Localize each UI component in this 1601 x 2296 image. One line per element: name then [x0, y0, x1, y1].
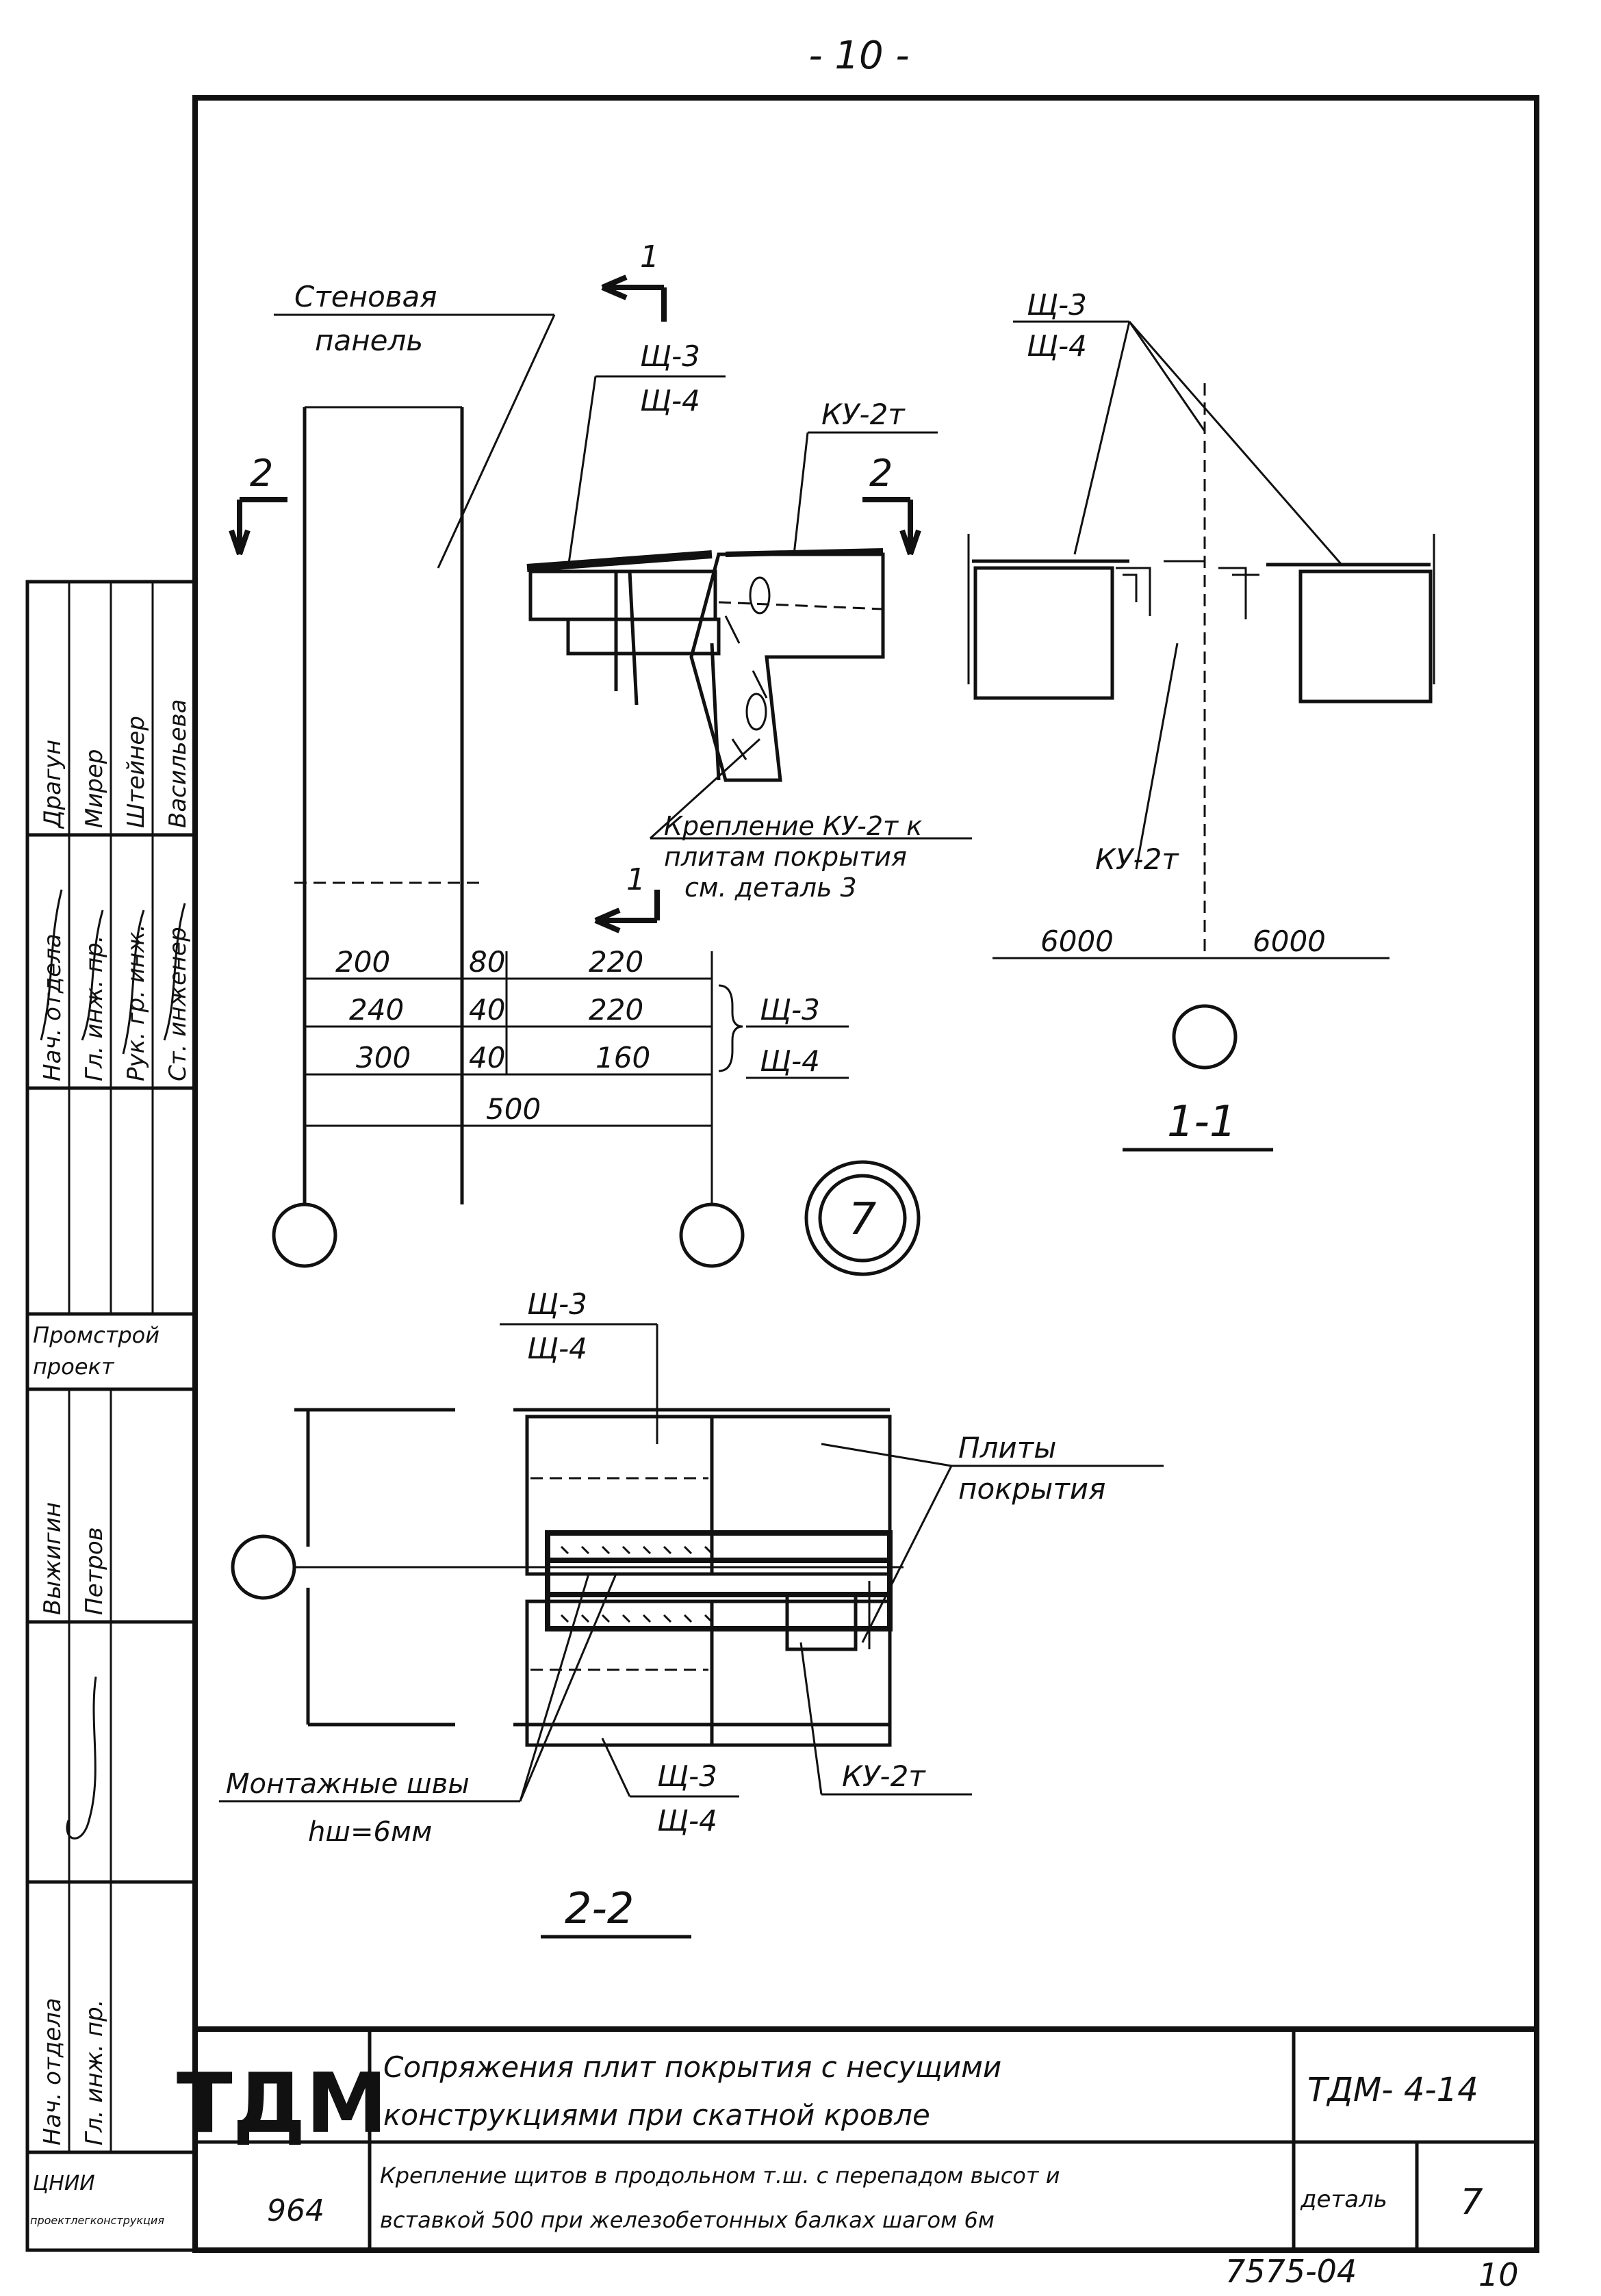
s11-ku-label: КУ-2т: [1095, 842, 1179, 876]
fastening-note-2: плитам покрытия: [664, 842, 907, 872]
stamp-org2-1: ЦНИИ: [33, 2171, 95, 2195]
dim-r1-a: 200: [335, 945, 390, 979]
section-mark-1-top: 1: [640, 240, 659, 274]
s22-shield2-bottom: Щ-4: [657, 1804, 717, 1837]
section-mark-1-bottom: 1: [626, 862, 645, 897]
stamp-name-3: Штейнер: [123, 716, 150, 828]
desc-line-2: вставкой 500 при железобетонных балках ш…: [380, 2207, 995, 2233]
wall-panel-label-2: панель: [315, 324, 423, 357]
axis-bubble: [1172, 1004, 1238, 1070]
desc-line-1: Крепление щитов в продольном т.ш. с пере…: [380, 2163, 1060, 2189]
detail-number: 7: [1460, 2182, 1483, 2223]
title-line-1: Сопряжения плит покрытия с несущими: [383, 2050, 1001, 2084]
stamp-org-1: Промстрой: [33, 1322, 159, 1348]
dim-r2-a: 240: [349, 993, 404, 1027]
stamp-extra-2: Петров: [81, 1527, 108, 1615]
s11-title: 1-1: [1167, 1096, 1236, 1146]
shield-label-bottom: Щ-4: [640, 384, 700, 417]
fastening-note-1: Крепление КУ-2т к: [664, 811, 922, 841]
detail-marker-inner: [818, 1174, 907, 1263]
dim-r1-c: 220: [589, 945, 643, 979]
footer-doc-no: 7575-04: [1225, 2253, 1357, 2290]
dim-r2-b: 40: [469, 993, 505, 1027]
stamp-extra-1: Выжигин: [39, 1502, 66, 1615]
section-mark-2-left: 2: [250, 452, 273, 495]
s22-ku-label: КУ-2т: [842, 1759, 926, 1793]
detail-marker-number: 7: [849, 1194, 877, 1245]
dim-r3-a: 300: [356, 1041, 411, 1074]
detail-label: деталь: [1300, 2186, 1387, 2213]
stamp-org-2: проект: [33, 1354, 115, 1380]
s22-slabs-2: покрытия: [958, 1472, 1105, 1506]
footer-sheet-no: 10: [1478, 2256, 1519, 2293]
stamp-role-4: Ст. инженер: [164, 927, 192, 1081]
axis-bubble: [679, 1202, 745, 1268]
wall-panel-label-1: Стеновая: [294, 280, 437, 313]
s22-weld-size: hш=6мм: [308, 1816, 432, 1848]
axis-bubble: [272, 1202, 337, 1268]
stamp-name-4: Васильева: [164, 699, 192, 828]
stamp-lower-role-2: Гл. инж. пр.: [81, 2000, 108, 2145]
dim-row-label-2: Щ-4: [760, 1044, 820, 1078]
year: 964: [267, 2193, 324, 2228]
s22-shield-bottom: Щ-4: [527, 1332, 587, 1365]
dim-row-label-1: Щ-3: [760, 993, 820, 1027]
dim-r3-c: 160: [595, 1041, 650, 1074]
s22-shield2-top: Щ-3: [657, 1759, 717, 1793]
axis-bubble: [231, 1534, 296, 1600]
s22-slabs-1: Плиты: [958, 1431, 1056, 1465]
dim-r1-b: 80: [469, 945, 505, 979]
title-line-2: конструкциями при скатной кровле: [383, 2098, 930, 2132]
side-stamp: Нач. отдела Гл. инж. пр. Рук. гр. инж. С…: [25, 580, 197, 2252]
s11-shield-top: Щ-3: [1027, 288, 1087, 322]
detail-marker-outer: [804, 1160, 921, 1276]
doc-code: ТДМ- 4-14: [1307, 2071, 1478, 2109]
stamp-lower-role-1: Нач. отдела: [39, 1998, 66, 2145]
s22-weld-label: Монтажные швы: [226, 1768, 470, 1800]
fastening-note-3: см. деталь 3: [684, 873, 857, 903]
section-2-2: Щ-3 Щ-4 Плиты покрытия: [219, 1287, 1164, 1939]
page-number: - 10 -: [808, 34, 909, 78]
stamp-name-1: Драгун: [39, 740, 66, 829]
shield-label-top: Щ-3: [640, 339, 700, 373]
dim-total: 500: [486, 1092, 541, 1126]
s11-shield-bottom: Щ-4: [1027, 329, 1087, 363]
signature: [66, 1676, 97, 1840]
s11-span-1: 6000: [1040, 925, 1114, 958]
dim-r2-c: 220: [589, 993, 643, 1027]
s22-shield-top: Щ-3: [527, 1287, 587, 1321]
title-block: ТДМ 964 Сопряжения плит покрытия с несущ…: [177, 2026, 1537, 2250]
stamp-org2-2: проектлегконструкция: [30, 2214, 164, 2227]
elevation-view: Стеновая панель 1 2 2 Щ-3 Щ-4 КУ-2т: [229, 240, 972, 1276]
dim-r3-b: 40: [469, 1041, 505, 1074]
section-mark-2-right: 2: [869, 452, 893, 495]
signature: [40, 889, 186, 1055]
stamp-name-2: Мирер: [81, 749, 108, 828]
s11-span-2: 6000: [1253, 925, 1326, 958]
section-1-1: Щ-3 Щ-4 КУ-2т 6000 6000 1-1: [967, 288, 1435, 1152]
logo: ТДМ: [177, 2056, 387, 2152]
s22-title: 2-2: [565, 1883, 634, 1933]
ku-label: КУ-2т: [821, 398, 906, 431]
